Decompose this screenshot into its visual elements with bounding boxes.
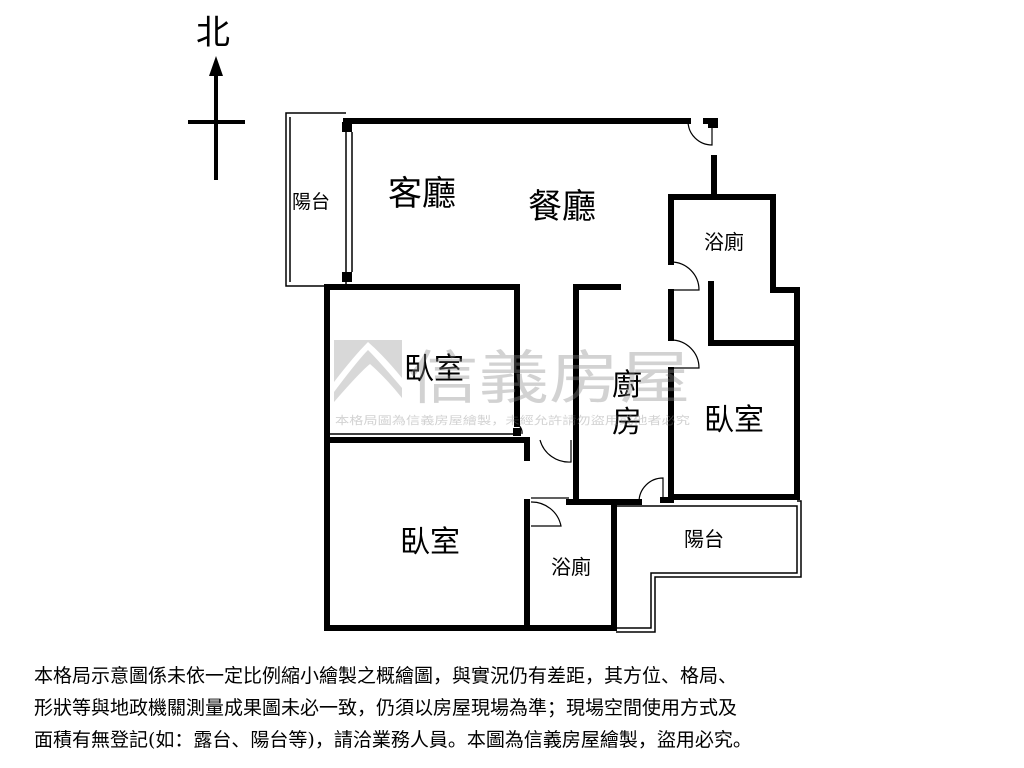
watermark-notice: 本格局圖為信義房屋繪製，未經允許請勿盜用或他者必究	[335, 413, 690, 427]
walls	[324, 118, 800, 631]
sinyi-logo-icon	[334, 340, 402, 402]
balcony-west-outline	[285, 112, 353, 287]
disclaimer: 本格局示意圖係未依一定比例縮小繪製之概繪圖，與實況仍有差距，其方位、格局、 形狀…	[34, 660, 994, 756]
room-label-bedroom-northwest: 臥室	[404, 352, 464, 387]
room-label-kitchen-line1: 廚	[612, 368, 642, 403]
room-label-kitchen-line2: 房	[612, 405, 642, 440]
room-label-bedroom-east: 臥室	[704, 403, 764, 438]
room-label-living-room: 客廳	[388, 174, 456, 214]
room-label-balcony-west: 陽台	[292, 191, 330, 213]
doors	[345, 120, 713, 527]
watermark: 信義房屋 本格局圖為信義房屋繪製，未經允許請勿盜用或他者必究	[334, 340, 690, 427]
room-labels: 陽台 客廳 餐廳 浴廁 臥室 廚 房 臥室 臥室 浴廁 陽台	[292, 174, 764, 579]
watermark-brand: 信義房屋	[408, 344, 690, 412]
balcony-south-outline	[616, 500, 802, 633]
disclaimer-line-3: 面積有無登記(如：露台、陽台等)，請洽業務人員。本圖為信義房屋繪製，盜用必究。	[34, 729, 752, 751]
compass: 北	[188, 13, 245, 180]
room-label-bedroom-southwest: 臥室	[400, 525, 460, 560]
north-label: 北	[196, 13, 230, 53]
north-arrow-icon	[209, 56, 223, 76]
disclaimer-line-2: 形狀等與地政機關測量成果圖未必一致，仍須以房屋現場為準；現場空間使用方式及	[34, 697, 738, 719]
disclaimer-line-1: 本格局示意圖係未依一定比例縮小繪製之概繪圖，與實況仍有差距，其方位、格局、	[34, 665, 738, 687]
room-label-dining-room: 餐廳	[528, 187, 596, 227]
room-label-bathroom-south: 浴廁	[551, 555, 591, 579]
room-label-bathroom-north: 浴廁	[704, 230, 744, 254]
room-label-balcony-south: 陽台	[684, 527, 724, 551]
